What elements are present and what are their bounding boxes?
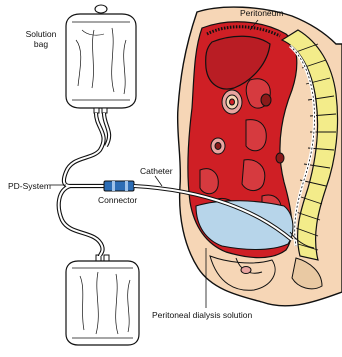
catheter-label: Catheter — [140, 166, 173, 176]
drain-bag-bottom — [66, 255, 139, 345]
connector — [104, 181, 134, 191]
peritoneal-dialysis-solution-label: Peritoneal dialysis solution — [152, 310, 252, 320]
abdomen-cross-section — [178, 7, 342, 306]
solution-bag-label-line2: bag — [20, 39, 62, 49]
pd-system-label: PD-System — [8, 181, 51, 191]
solution-bag-label-line1: Solution — [20, 29, 62, 39]
solution-bag-top — [66, 5, 136, 113]
peritoneum-label: Peritoneum — [240, 8, 283, 18]
connector-label: Connector — [98, 195, 137, 205]
